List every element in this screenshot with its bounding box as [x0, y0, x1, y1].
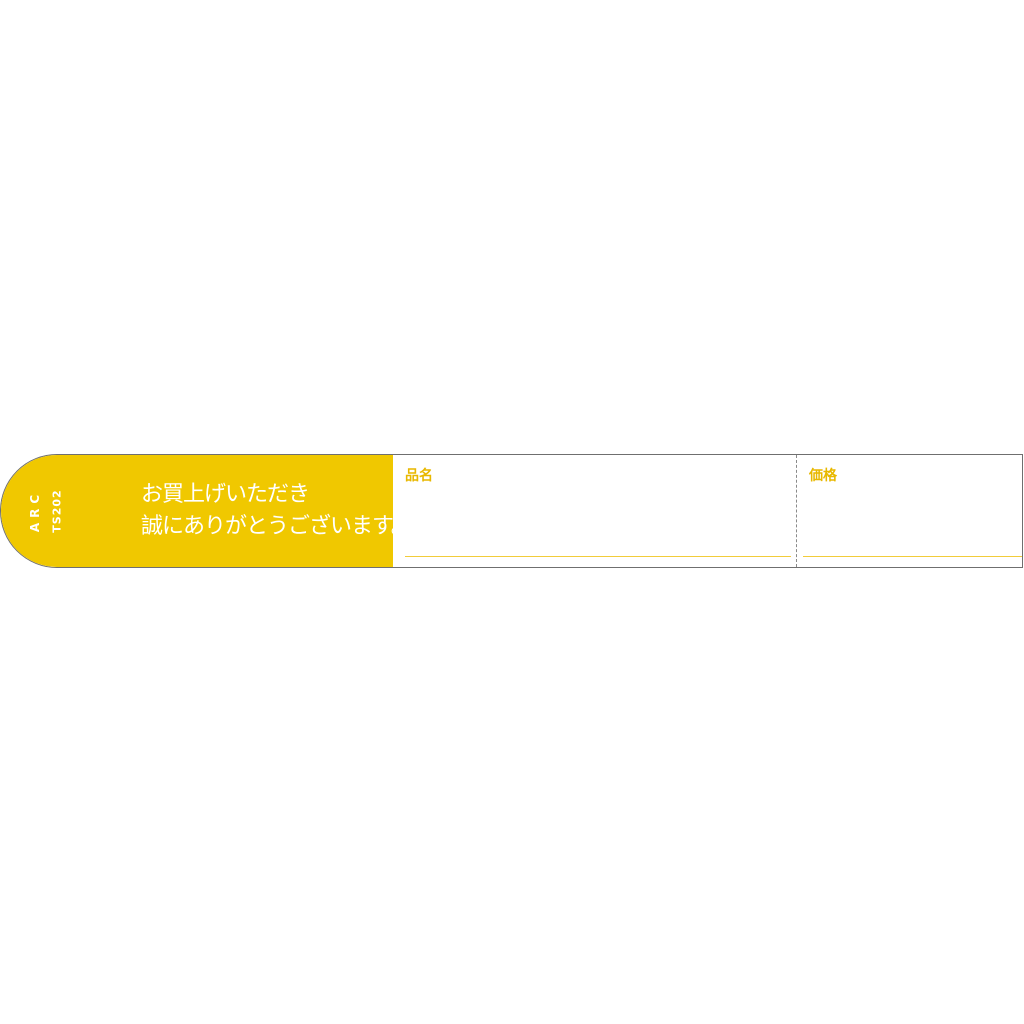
perforation-divider — [796, 455, 797, 567]
message-line-2: 誠にありがとうございます。 — [141, 514, 413, 539]
thank-you-message: お買上げいただき 誠にありがとうございます。 — [141, 479, 413, 543]
price-tag: ARC TS202 お買上げいただき 誠にありがとうございます。 品名 価格 — [0, 454, 1023, 568]
model-number: TS202 — [50, 489, 64, 533]
brand-name: ARC — [28, 489, 42, 533]
product-name-label: 品名 — [405, 468, 433, 484]
brand-block: ARC TS202 — [23, 463, 71, 559]
price-write-line[interactable] — [803, 556, 1022, 557]
price-label: 価格 — [809, 468, 837, 484]
yellow-band: ARC TS202 お買上げいただき 誠にありがとうございます。 — [1, 455, 413, 567]
product-name-write-line[interactable] — [405, 556, 791, 557]
message-line-1: お買上げいただき — [141, 482, 310, 507]
